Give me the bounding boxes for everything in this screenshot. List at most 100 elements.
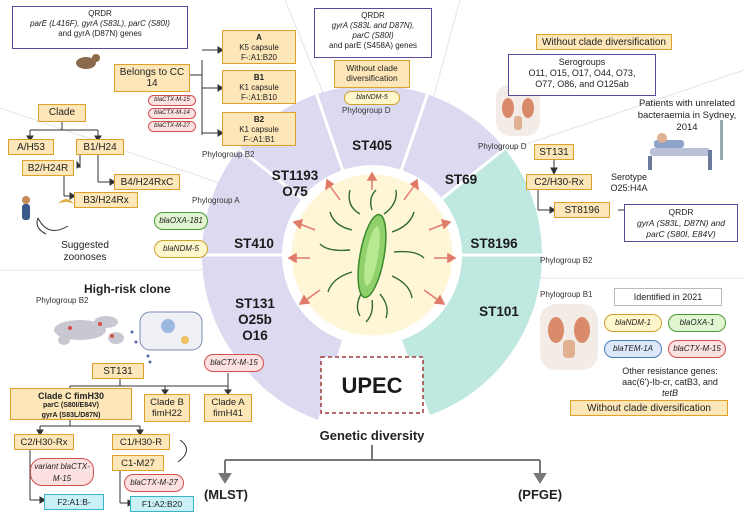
phylogroup-b2-right: Phylogroup B2 [540, 256, 593, 265]
st69-serogroups-line1: O11, O15, O17, O44, O73, [528, 68, 636, 78]
st1193-clade-b1-line2: F-:A1:B10 [240, 93, 277, 102]
st101-no-clade-box: Without clade diversification [570, 400, 728, 416]
st1193-clade-b1-box: B1 K1 capsule F-:A1:B10 [222, 70, 296, 104]
segment-label-st101: ST101 [479, 304, 519, 319]
st410-bla-2: blaNDM-5 [154, 240, 208, 258]
st101-other-title: Other resistance genes: [622, 366, 718, 376]
st131-c1m27-box: C1-M27 [112, 455, 164, 471]
segment-st8196 [442, 148, 543, 255]
st8196-qrdr-title: QRDR [668, 207, 694, 217]
segment-label-st69: ST69 [444, 172, 478, 187]
segment-st131 [201, 255, 306, 368]
st405-qrdr-line1: gyrA (S83L and D87N), [331, 21, 415, 30]
cell-illustration-icon [139, 311, 203, 351]
segment-st1193 [239, 94, 343, 199]
segment-st410 [201, 148, 302, 255]
phylogroup-b2-top: Phylogroup B2 [202, 150, 255, 159]
st1193-qrdr-line2: and gyrA (D87N) genes [58, 29, 142, 38]
phylogroup-a-left: Phylogroup A [192, 196, 240, 205]
st405-bla: blaNDM-5 [344, 91, 400, 105]
st405-qrdr-line2: parC (S80I) [352, 31, 394, 40]
st1193-clade-b1-title: B1 [253, 73, 265, 82]
st1193-clade-a-line1: K5 capsule [239, 43, 279, 52]
st8196-serotype-value: O25:H4A [610, 183, 648, 193]
upec-title: UPEC [341, 373, 403, 398]
st410-zoonoses-text: Suggested zoonoses [61, 240, 109, 263]
st405-qrdr-box: QRDR gyrA (S83L and D87N), parC (S80I) a… [314, 8, 432, 58]
segment-label-st8196: ST8196 [470, 236, 518, 251]
st405-no-clade-box: Without clade diversification [334, 60, 410, 88]
st131-bla-ctx: blaCTX-M-15 [204, 354, 264, 372]
st1193-bla-3: blaCTX-M-27 [148, 121, 196, 132]
st410-b1-h24: B1/H24 [76, 139, 124, 155]
segment-st101 [438, 255, 543, 368]
st8196-qrdr-box: QRDR gyrA (S83L, D87N) and parC (S80I, E… [624, 204, 738, 242]
st131-c2-box: C2/H30-Rx [14, 434, 74, 450]
st8196-qrdr-line2: parC (S80I, E84V) [646, 229, 716, 239]
st69-serogroups-box: Serogroups O11, O15, O17, O44, O73, O77,… [508, 54, 656, 96]
st69-serogroups-title: Serogroups [558, 57, 606, 67]
segment-label-st1193: ST1193 O75 [271, 168, 319, 199]
st131-variant-bla: variant blaCTX-M-15 [30, 458, 94, 486]
st410-a-h53: A/H53 [8, 139, 54, 155]
st101-bla-2: blaOXA-1 [668, 314, 726, 332]
animal-icon [76, 54, 100, 69]
st405-qrdr-title: QRDR [361, 11, 385, 20]
st8196-serotype-title: Serotype [610, 172, 648, 182]
st1193-clade-b2-line2: F-:A1:B1 [243, 135, 275, 144]
zoonoses-arrow [37, 217, 69, 231]
st101-bla-4: blaCTX-M-15 [668, 340, 726, 358]
segment-st69 [401, 94, 505, 199]
kidney-icon [496, 84, 540, 136]
st1193-belongs-box: Belongs to CC 14 [114, 64, 190, 92]
segment-label-st410: ST410 [234, 236, 274, 251]
st1193-bla-1: blaCTX-M-15 [148, 95, 196, 106]
st131-c1-box: C1/H30-R [112, 434, 170, 450]
st101-other-line2: tetB [661, 388, 678, 398]
st131-bla27: blaCTX-M-27 [124, 474, 184, 492]
st131-clade-c-line1: parC (S80I/E84V) [42, 402, 100, 409]
st101-other-genes: Other resistance genes: aac(6')-Ib-cr, c… [602, 366, 738, 399]
st1193-clade-b2-box: B2 K1 capsule F-:A1:B1 [222, 112, 296, 146]
st1193-clade-b2-title: B2 [253, 115, 265, 124]
st131-clade-c-line2: gyrA (S83L/D87N) [41, 412, 101, 419]
st101-bla-1: blaNDM-1 [604, 314, 662, 332]
st131-f2-box: F2:A1:B- [44, 494, 104, 510]
segment-label-st131: ST131 O25b O16 [235, 296, 275, 343]
st1193-bla-2: blaCTX-M-14 [148, 108, 196, 119]
segment-label-st405: ST405 [352, 138, 392, 153]
st1193-qrdr-title: QRDR [88, 9, 112, 18]
st131-f1-box: F1:A2:B20 [130, 496, 194, 512]
st1193-qrdr-box: QRDR parE (L416F), gyrA (S83L), parC (S8… [12, 6, 188, 49]
st8196-st8196-box: ST8196 [554, 202, 610, 218]
st101-bla-3: blaTEM-1A [604, 340, 662, 358]
person-icon [22, 196, 30, 220]
world-map-icon [54, 316, 124, 345]
st1193-clade-b1-line1: K1 capsule [239, 83, 279, 92]
ring-segments [201, 84, 543, 420]
st131-clade-b-box: Clade B fimH22 [144, 394, 190, 422]
st8196-qrdr-line1: gyrA (S83L, D87N) and [636, 218, 726, 228]
st405-qrdr-line3: and parE (S458A) genes [328, 41, 418, 50]
st410-bla-1: blaOXA-181 [154, 212, 208, 230]
bird-icon [58, 199, 74, 204]
st101-identified-box: Identified in 2021 [614, 288, 722, 306]
st1193-clade-a-box: A K5 capsule F-:A1:B20 [222, 30, 296, 64]
st410-b2-h24r: B2/H24R [22, 160, 74, 176]
st101-other-line1: aac(6')-Ib-cr, catB3, and [622, 377, 718, 387]
st1193-clade-a-title: A [256, 33, 262, 42]
st410-b3-h24rx: B3/H24Rx [74, 192, 138, 208]
st1193-qrdr-line1: parE (L416F), gyrA (S83L), parC (S80I) [30, 19, 170, 28]
st69-serogroups-line2: O77, O86, and O125ab [535, 79, 629, 89]
st131-clade-c-box: Clade C fimH30 parC (S80I/E84V) gyrA (S8… [10, 388, 132, 420]
radial-arrows [287, 171, 457, 305]
st69-no-clade-box: Without clade diversification [536, 34, 672, 50]
st69-patients-text: Patients with unrelated bacteraemia in S… [637, 98, 737, 133]
phylogroup-d-top: Phylogroup D [342, 106, 391, 115]
segment-st405 [316, 84, 428, 170]
st131-clade-c-title: Clade C fimH30 [37, 391, 105, 401]
st8196-serotype-text: Serotype O25:H4A [594, 172, 664, 194]
pfge-label: (PFGE) [517, 487, 563, 502]
st410-b4-h24rxc: B4/H24RxC [114, 174, 180, 190]
